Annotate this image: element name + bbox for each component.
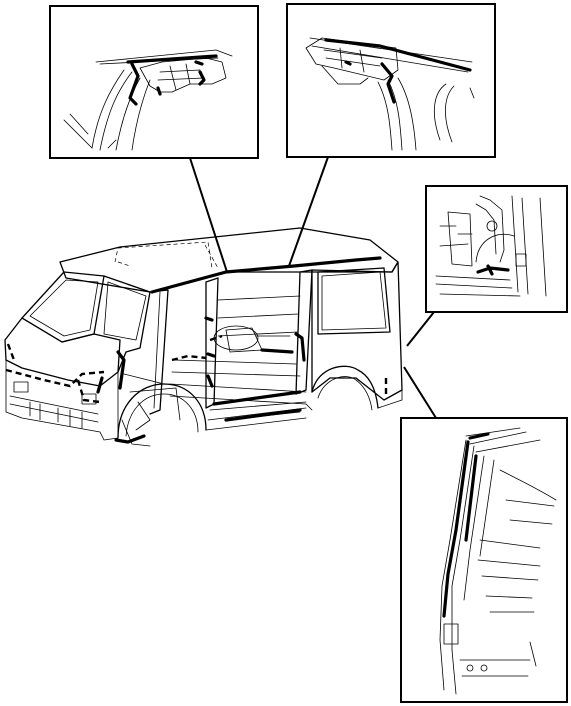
detail2-reinforcement-ribs [323, 47, 383, 73]
detail1-lower-edge [63, 113, 117, 149]
leader-lower-right [403, 366, 437, 419]
detail4-roof-curve [465, 427, 541, 453]
center-pillar-seam [204, 316, 216, 388]
front-side-window [103, 281, 147, 341]
leader-right-middle [406, 311, 435, 347]
detail1-seam-top [126, 54, 218, 64]
detail1-seam-pillar [128, 62, 140, 106]
detail2-seam-top [324, 38, 472, 72]
bumper-detail [9, 395, 99, 429]
front-headlamp-left [13, 381, 29, 393]
rear-window [317, 267, 391, 335]
interior-dashed-seam [171, 334, 223, 362]
rear-wheel-arch-inner [317, 376, 373, 411]
front-wheel-arch-inner [125, 393, 199, 437]
detail1-pillar-inner [115, 77, 151, 151]
rear-wheel-arch [311, 365, 379, 409]
detail1-pillar-outer [91, 69, 133, 151]
detail4-pillar-outer [439, 439, 475, 651]
rear-panel-seam [260, 332, 306, 362]
front-arch-seam [114, 434, 146, 444]
rear-window-inner [321, 271, 387, 331]
detail2-seam-pillar [380, 62, 396, 104]
leader-lines [189, 156, 437, 419]
lower-right-rear-pillar-detail [400, 417, 568, 703]
leader-upper-left [189, 157, 228, 273]
detail4-hole-b [480, 664, 488, 672]
front-inner-structure [121, 373, 181, 447]
floor-seam [212, 390, 302, 422]
windshield-inner [29, 279, 99, 337]
detail3-bracket [515, 253, 527, 267]
detail4-bracket [443, 623, 459, 645]
detail4-seam-inner [464, 454, 478, 542]
detail4-side-panel [477, 539, 541, 613]
detail3-seam [476, 264, 510, 276]
roof-hidden-lines [114, 241, 219, 269]
rear-lower-panel [305, 389, 403, 411]
detail3-floor [435, 275, 521, 297]
detail1-seam-inner [156, 60, 206, 96]
detail3-pillar [475, 195, 505, 263]
detail1-reinforcement-ribs [157, 63, 205, 91]
front-lower-dashed-seam [5, 368, 105, 388]
detail-frame-upper-left [49, 5, 259, 159]
b-pillar-inner [153, 291, 161, 409]
interior-members [171, 295, 301, 377]
roof-side-rail-seam [150, 256, 382, 294]
detail3-side-panel [511, 195, 547, 297]
detail-frame-lower-right [400, 417, 568, 703]
detail2-lower [321, 65, 369, 85]
leader-upper-right [288, 156, 329, 267]
rear-side-panel [311, 261, 403, 401]
detail3-arch [475, 234, 515, 263]
detail4-lower-structure [439, 639, 537, 695]
detail4-right-contour [499, 469, 557, 525]
front-face-dashed-seam [6, 343, 101, 404]
detail4-hole-a [466, 664, 474, 672]
detail2-seam-short [344, 60, 352, 66]
detail4-seam-pillar [442, 432, 490, 618]
slide-door-frame-rear [295, 269, 313, 395]
detail3-hole [486, 220, 498, 232]
detail1-reinforcement [139, 57, 227, 93]
front-door-seam [96, 350, 126, 394]
detail3-inner-structure [439, 211, 473, 267]
van-body [4, 227, 403, 447]
front-headlamp-right [81, 393, 97, 405]
front-face [4, 317, 121, 387]
detail2-pillar [377, 77, 417, 151]
right-rear-wheel-arch-detail [425, 185, 568, 313]
upper-left-roof-pillar-detail [49, 5, 259, 159]
detail2-window-curve [434, 83, 475, 143]
upper-right-roof-rail-detail [286, 3, 496, 158]
